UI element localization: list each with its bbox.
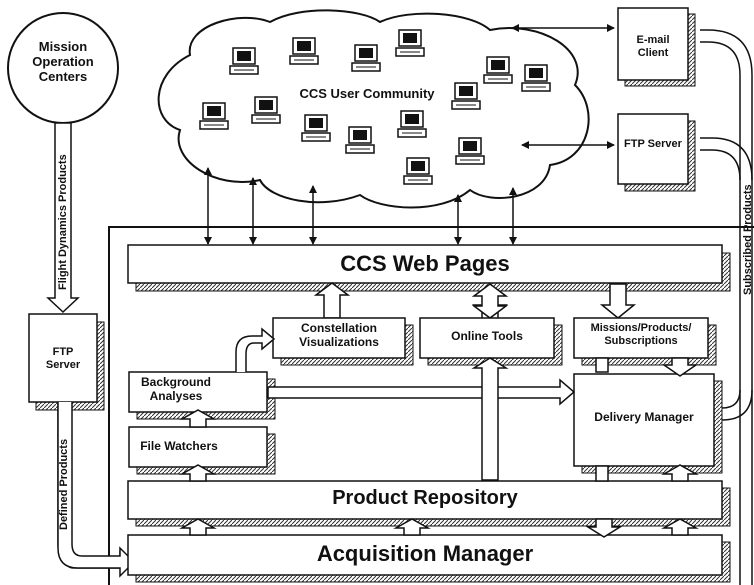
ftp-server-left-label: FTP Server xyxy=(45,346,81,371)
acquisition-manager-bar xyxy=(127,534,723,576)
acquisition-manager-label: Acquisition Manager xyxy=(316,541,534,566)
file-watchers-label: File Watchers xyxy=(140,439,218,453)
ftp-server-top-label: FTP Server xyxy=(624,138,682,150)
email-client-box xyxy=(617,7,689,81)
ftp-server-top-box xyxy=(617,113,689,185)
constellation-viz-label: Constellation Visualizations xyxy=(299,321,379,349)
product-repository-label: Product Repository xyxy=(332,487,518,509)
missions-products-label: Missions/Products/ Subscriptions xyxy=(590,322,692,347)
ftp-server-left-box xyxy=(28,313,98,403)
background-analyses-box xyxy=(128,371,268,413)
defined-products-label: Defined Products xyxy=(58,438,70,530)
web-pages-label: CCS Web Pages xyxy=(340,251,510,276)
delivery-manager-box xyxy=(573,373,715,467)
missions-products-box xyxy=(573,317,709,359)
online-tools-box xyxy=(419,317,555,359)
flight-dynamics-label: Flight Dynamics Products xyxy=(57,154,69,290)
constellation-viz-box xyxy=(272,317,406,359)
cloud-label: CCS User Community xyxy=(299,86,435,101)
web-pages-bar xyxy=(127,244,723,284)
product-repository-bar xyxy=(127,480,723,520)
email-client-label: E-mail Client xyxy=(636,34,670,59)
delivery-manager-label: Delivery Manager xyxy=(594,410,694,424)
online-tools-label: Online Tools xyxy=(451,329,523,343)
mission-centers-label: Mission Operation Centers xyxy=(32,39,94,84)
system-boundary xyxy=(108,226,754,585)
subscribed-products-label: Subscribed Products xyxy=(742,184,754,295)
background-analyses-label: Background Analyses xyxy=(140,375,211,403)
